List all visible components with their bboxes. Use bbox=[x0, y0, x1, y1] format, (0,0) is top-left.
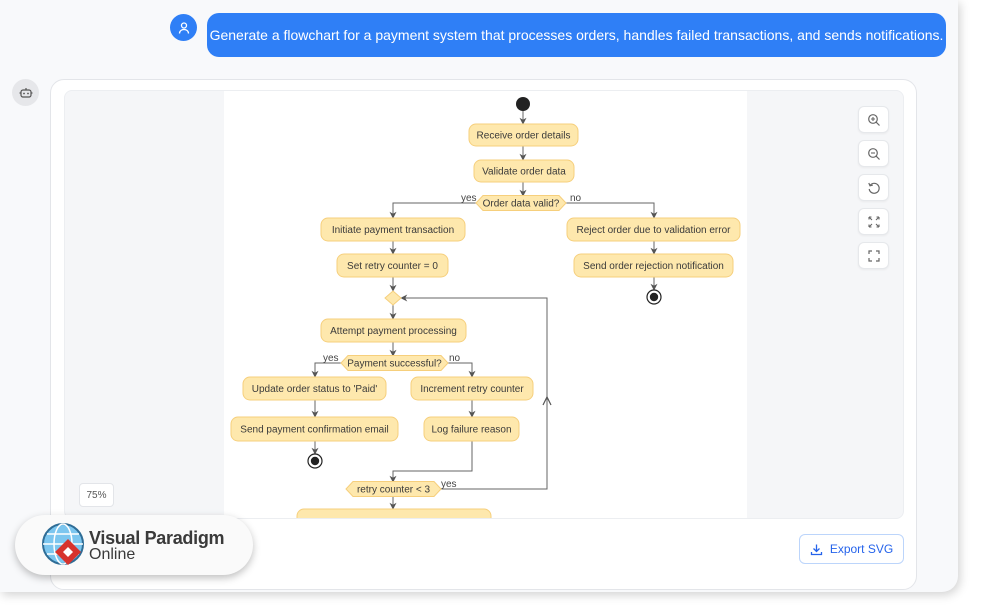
node-shape bbox=[468, 123, 579, 147]
node-shape bbox=[573, 253, 734, 278]
reset-view-button[interactable] bbox=[858, 174, 889, 201]
zoom-in-icon bbox=[867, 113, 880, 126]
edge-label-valid-no: no bbox=[570, 193, 582, 204]
end-node bbox=[646, 289, 662, 305]
fit-arrows-icon bbox=[867, 215, 880, 228]
node-label: Attempt payment processing bbox=[330, 326, 457, 337]
edge-arrow bbox=[311, 362, 341, 378]
bot-avatar bbox=[12, 79, 39, 106]
decision-success-decision[interactable]: Payment successful? bbox=[340, 355, 449, 371]
brand-name: Visual Paradigm bbox=[89, 528, 225, 548]
brand-logo: Visual Paradigm Online bbox=[15, 515, 253, 575]
node-initiate[interactable]: Initiate payment transaction bbox=[320, 217, 466, 242]
merge-node bbox=[384, 290, 402, 306]
node-label: Send payment confirmation email bbox=[240, 425, 388, 436]
node-send-confirm[interactable]: Send payment confirmation email bbox=[230, 416, 399, 442]
decision-shape bbox=[345, 481, 442, 497]
export-svg-label: Export SVG bbox=[829, 542, 894, 556]
node-label: Receive order details bbox=[477, 131, 571, 142]
node-shape bbox=[242, 376, 387, 401]
node-shape bbox=[230, 416, 399, 442]
node-label: Send order rejection notification bbox=[583, 261, 724, 272]
zoom-in-button[interactable] bbox=[858, 106, 889, 133]
user-icon bbox=[178, 21, 189, 34]
fullscreen-button[interactable] bbox=[858, 242, 889, 269]
zoom-level-indicator: 75% bbox=[79, 483, 114, 507]
visual-paradigm-logo-icon bbox=[42, 523, 84, 565]
rotate-reset-icon bbox=[867, 182, 880, 194]
edge-arrow bbox=[400, 294, 548, 490]
node-shape bbox=[296, 508, 492, 518]
edge-arrow bbox=[448, 362, 476, 378]
user-avatar bbox=[170, 14, 197, 41]
robot-icon bbox=[19, 87, 32, 98]
edge-label-success-no: no bbox=[449, 353, 461, 364]
edge-label-retry-yes: yes bbox=[441, 479, 457, 490]
node-shape bbox=[566, 217, 741, 242]
node-update-failed[interactable] bbox=[296, 508, 492, 519]
node-label: Reject order due to validation error bbox=[577, 225, 732, 236]
edge-label-valid-yes: yes bbox=[461, 193, 477, 204]
download-icon bbox=[810, 544, 822, 555]
decision-valid-decision[interactable]: Order data valid? bbox=[475, 195, 567, 211]
export-svg-button[interactable]: Export SVG bbox=[799, 534, 904, 564]
node-log-failure[interactable]: Log failure reason bbox=[423, 416, 520, 442]
decision-shape bbox=[475, 195, 567, 211]
edge-arrow bbox=[566, 202, 658, 219]
node-attempt[interactable]: Attempt payment processing bbox=[320, 318, 467, 343]
edge-arrow bbox=[389, 441, 473, 483]
node-shape bbox=[320, 217, 466, 242]
app-window: Generate a flowchart for a payment syste… bbox=[12, 13, 946, 590]
fit-screen-button[interactable] bbox=[858, 208, 889, 235]
node-shape bbox=[320, 318, 467, 343]
decision-label: retry counter < 3 bbox=[357, 485, 431, 496]
node-label: Update order status to 'Paid' bbox=[252, 384, 378, 395]
node-reject[interactable]: Reject order due to validation error bbox=[566, 217, 741, 242]
node-label: Set retry counter = 0 bbox=[347, 261, 438, 272]
edge-arrow bbox=[542, 395, 552, 406]
node-validate[interactable]: Validate order data bbox=[473, 159, 575, 183]
node-shape bbox=[410, 376, 534, 401]
zoom-out-icon bbox=[867, 147, 880, 160]
brand-subname: Online bbox=[89, 546, 136, 563]
flowchart: yes no yes no yes Receive order detailsValid… bbox=[230, 97, 741, 519]
node-label: Validate order data bbox=[482, 167, 566, 178]
edge-label-success-yes: yes bbox=[323, 353, 339, 364]
decision-label: Payment successful? bbox=[347, 359, 442, 370]
decision-retry-decision[interactable]: retry counter < 3 bbox=[345, 481, 442, 497]
node-shape bbox=[423, 416, 520, 442]
node-shape bbox=[336, 253, 449, 278]
node-receive[interactable]: Receive order details bbox=[468, 123, 579, 147]
node-label: Log failure reason bbox=[431, 425, 511, 436]
fullscreen-icon bbox=[867, 249, 880, 262]
node-label: Initiate payment transaction bbox=[332, 225, 454, 236]
decision-shape bbox=[340, 355, 449, 371]
start-node bbox=[516, 97, 530, 111]
node-update-paid[interactable]: Update order status to 'Paid' bbox=[242, 376, 387, 401]
node-set-retry[interactable]: Set retry counter = 0 bbox=[336, 253, 449, 278]
node-label: Increment retry counter bbox=[420, 384, 524, 395]
node-increment[interactable]: Increment retry counter bbox=[410, 376, 534, 401]
node-send-reject[interactable]: Send order rejection notification bbox=[573, 253, 734, 278]
edge-arrow bbox=[389, 202, 476, 219]
zoom-out-button[interactable] bbox=[858, 140, 889, 167]
decision-label: Order data valid? bbox=[483, 199, 560, 210]
end-node bbox=[307, 453, 323, 469]
node-shape bbox=[473, 159, 575, 183]
user-message: Generate a flowchart for a payment syste… bbox=[207, 13, 946, 57]
